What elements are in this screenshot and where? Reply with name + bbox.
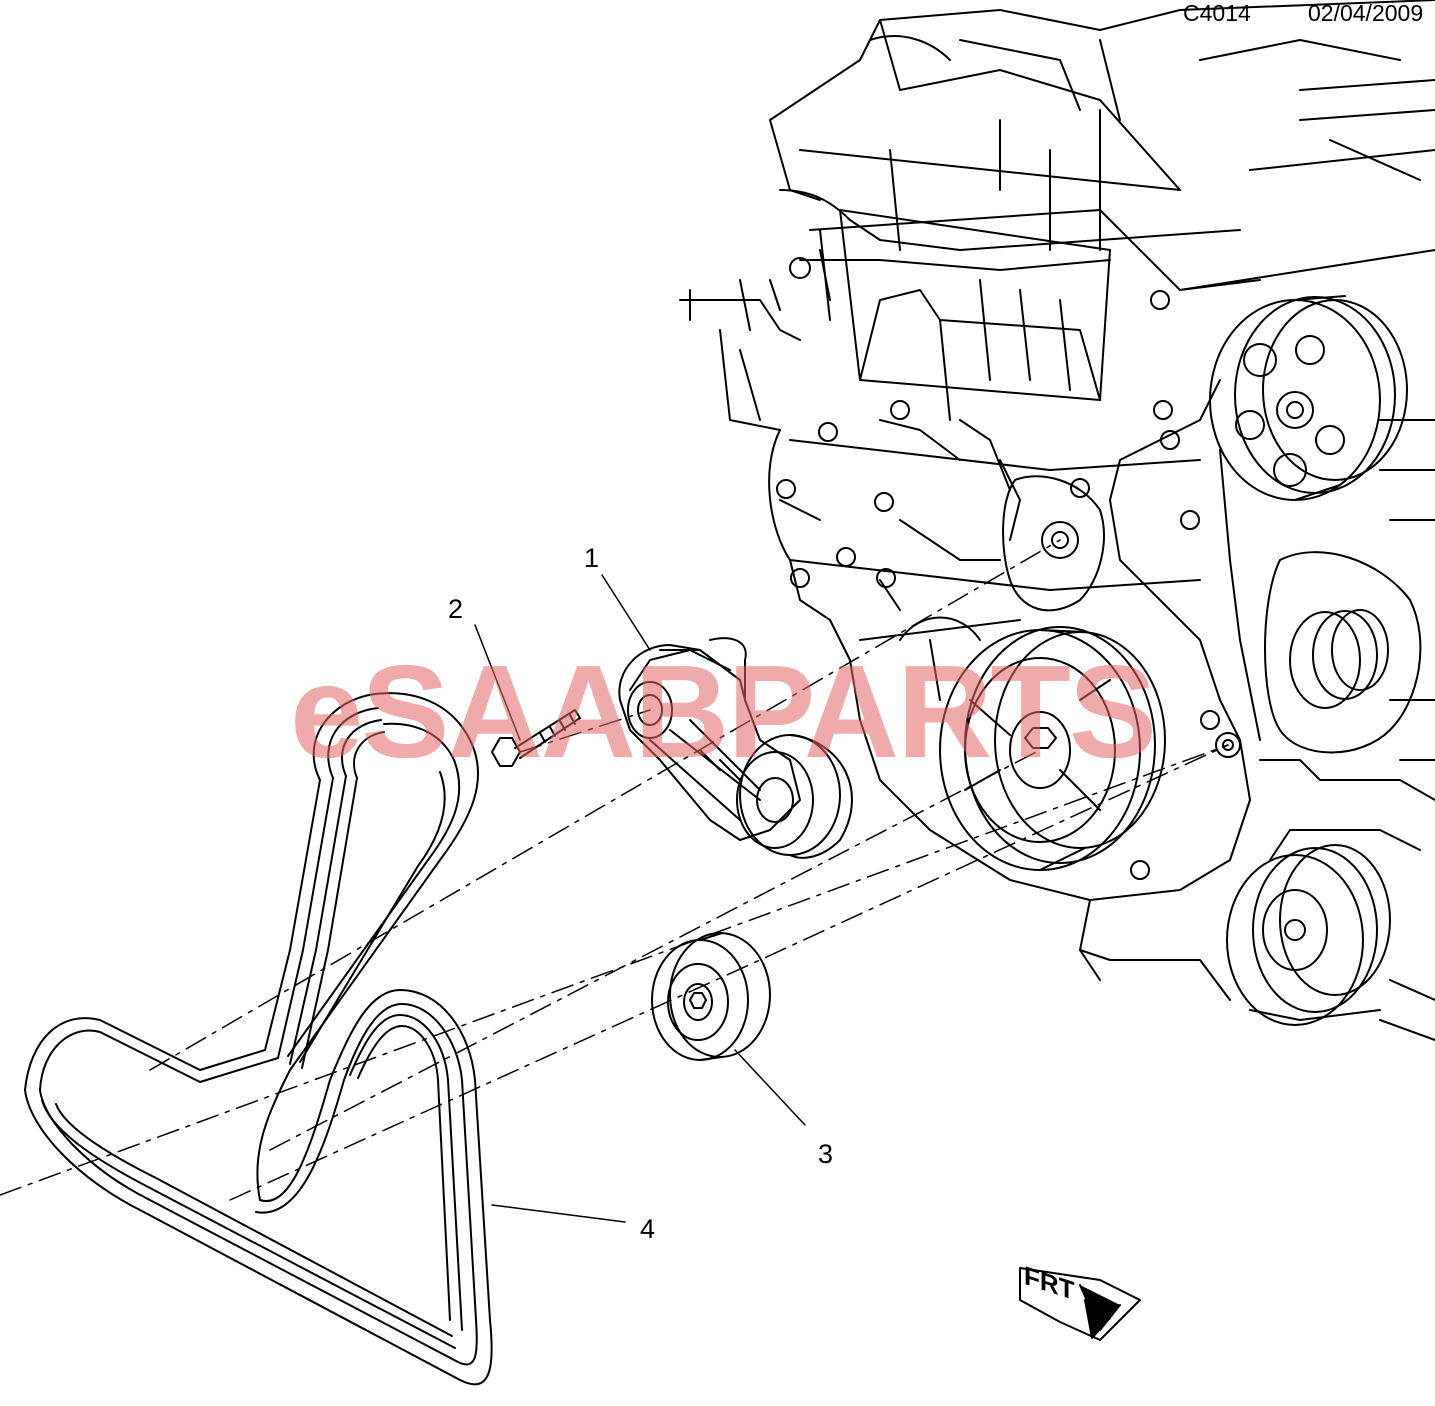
- diagram-date: 02/04/2009: [1308, 0, 1424, 26]
- callout-4: 4: [640, 1214, 656, 1244]
- drive-belt-part-4: [24, 692, 493, 1386]
- idler-pulley-part-3: [651, 932, 771, 1061]
- upper-pulley: [1209, 295, 1408, 501]
- belt-tensioner-part-1: [618, 637, 853, 859]
- front-arrow-icon: [1019, 1267, 1141, 1341]
- crank-pulley: [939, 626, 1166, 871]
- watermark: eSAABPARTS: [290, 638, 1157, 785]
- centerlines: [0, 539, 1229, 1201]
- callout-3: 3: [818, 1139, 834, 1169]
- diagram-ref-code: C4014: [1183, 0, 1251, 26]
- lower-pulley: [1226, 829, 1421, 1026]
- leader-lines: [474, 574, 806, 1223]
- engine-assembly: [679, 0, 1435, 1041]
- callout-2: 2: [448, 594, 464, 624]
- callout-1: 1: [584, 543, 600, 573]
